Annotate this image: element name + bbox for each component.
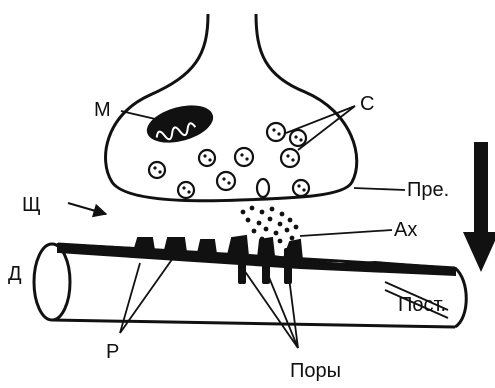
label-vesicles: С	[360, 93, 374, 115]
label-pores: Поры	[290, 360, 341, 382]
label-presynaptic: Пре.	[407, 179, 449, 201]
down-arrow-icon	[463, 142, 495, 272]
label-dendrite: Д	[8, 263, 22, 285]
right-arrow-icon	[68, 203, 106, 214]
label-postsynaptic: Пост.	[398, 294, 446, 316]
label-mitochondrion: М	[94, 99, 111, 121]
label-cleft: Щ	[22, 194, 41, 216]
label-acetylcholine: Ах	[394, 219, 417, 241]
label-receptors: Р	[106, 341, 119, 363]
